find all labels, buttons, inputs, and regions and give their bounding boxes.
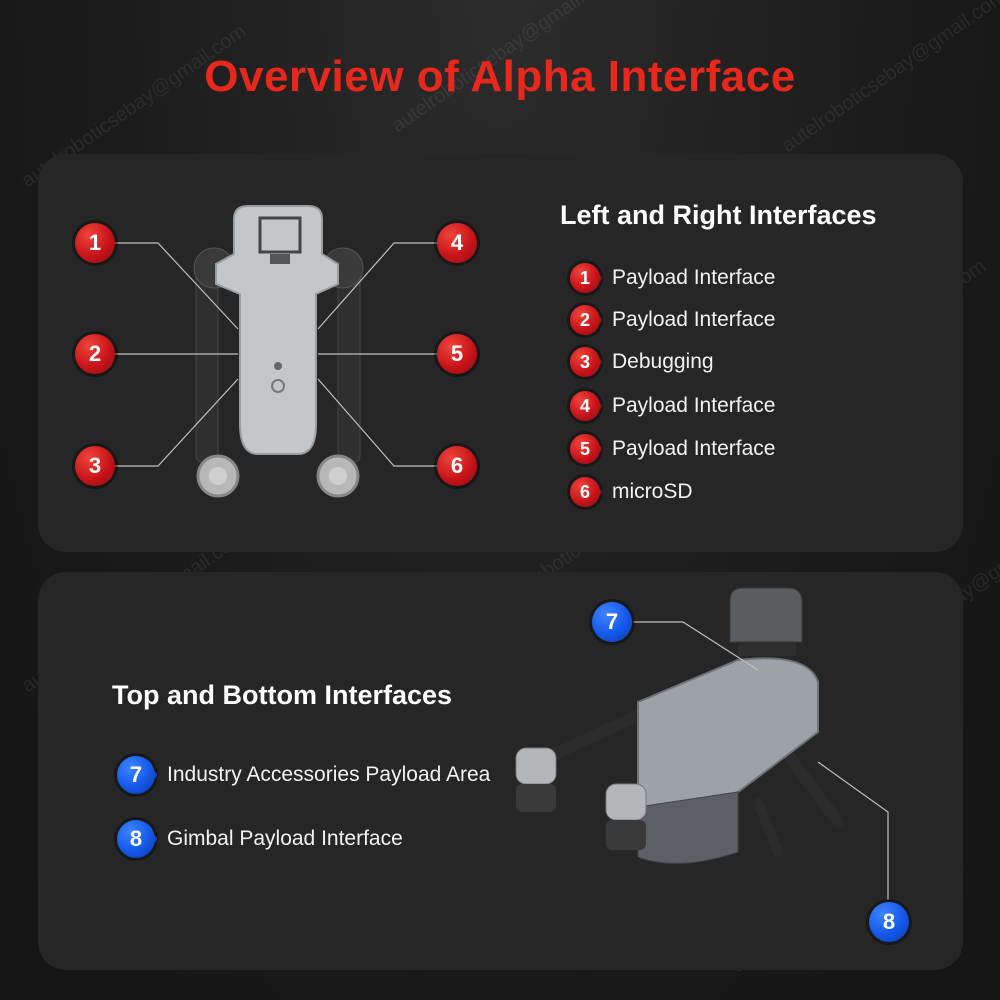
list-item: 7 Industry Accessories Payload Area bbox=[117, 756, 490, 794]
item-number-badge: 3 bbox=[570, 347, 600, 377]
item-number-badge: 8 bbox=[117, 820, 155, 858]
list-item: 8 Gimbal Payload Interface bbox=[117, 820, 403, 858]
page-title: Overview of Alpha Interface bbox=[204, 52, 796, 101]
list-item: 3 Debugging bbox=[570, 347, 714, 377]
item-label: Payload Interface bbox=[612, 266, 776, 289]
item-label: microSD bbox=[612, 480, 693, 503]
drone-folded-illustration bbox=[114, 205, 438, 498]
item-label: Payload Interface bbox=[612, 308, 776, 331]
list-item: 6 microSD bbox=[570, 477, 693, 507]
item-label: Payload Interface bbox=[612, 394, 776, 417]
top-bottom-heading: Top and Bottom Interfaces bbox=[112, 680, 453, 710]
item-label: Gimbal Payload Interface bbox=[167, 827, 403, 850]
callout-badge-5: 5 bbox=[437, 334, 477, 374]
item-number-badge: 7 bbox=[117, 756, 155, 794]
top-bottom-interfaces-panel: 7 8 Top and Bottom Interfaces 7 Industry… bbox=[38, 572, 963, 970]
item-number-badge: 5 bbox=[570, 434, 600, 464]
list-item: 2 Payload Interface bbox=[570, 305, 775, 335]
drone-angled-illustration bbox=[515, 587, 889, 900]
left-right-interfaces-panel: 1 2 3 4 5 6 Left and Right Interfaces 1 … bbox=[38, 154, 963, 552]
callout-badge-4: 4 bbox=[437, 223, 477, 263]
callout-badge-3: 3 bbox=[75, 446, 115, 486]
item-label: Payload Interface bbox=[612, 437, 776, 460]
item-label: Debugging bbox=[612, 350, 714, 373]
list-item: 1 Payload Interface bbox=[570, 263, 775, 293]
item-number-badge: 1 bbox=[570, 263, 600, 293]
callout-badge-7: 7 bbox=[592, 602, 632, 642]
item-number-badge: 4 bbox=[570, 391, 600, 421]
callout-badge-8: 8 bbox=[869, 902, 909, 942]
item-number-badge: 6 bbox=[570, 477, 600, 507]
list-item: 4 Payload Interface bbox=[570, 391, 775, 421]
list-item: 5 Payload Interface bbox=[570, 434, 775, 464]
callout-badge-6: 6 bbox=[437, 446, 477, 486]
item-number-badge: 2 bbox=[570, 305, 600, 335]
callout-badge-2: 2 bbox=[75, 334, 115, 374]
left-right-heading: Left and Right Interfaces bbox=[560, 200, 877, 230]
callout-badge-1: 1 bbox=[75, 223, 115, 263]
item-label: Industry Accessories Payload Area bbox=[167, 763, 491, 786]
